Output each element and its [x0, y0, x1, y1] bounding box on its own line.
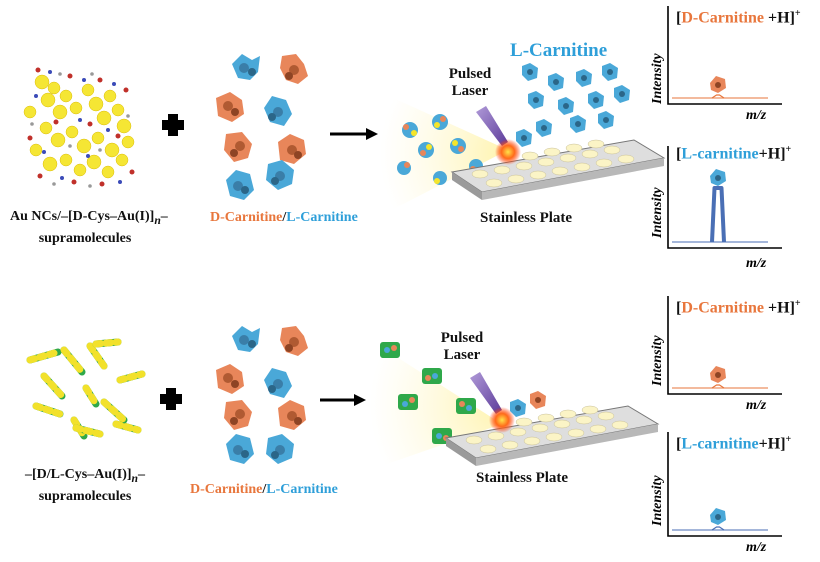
- spectrum-1-title: [D-Carnitine +H]+: [676, 8, 801, 27]
- stainless-plate: [444, 405, 660, 466]
- released-l-carnitine-molecules: [516, 63, 630, 147]
- laser-emitter-icon: [470, 372, 502, 414]
- carnitine-mixture-molecules: [216, 54, 308, 200]
- spectrum-3-title: [D-Carnitine +H]+: [676, 298, 801, 317]
- top-pulsed-laser-label: Pulsed Laser: [448, 66, 492, 99]
- plus-icon: [160, 388, 182, 410]
- bottom-stainless-plate-label: Stainless Plate: [476, 470, 569, 486]
- process-arrow: [320, 394, 366, 406]
- spectrum-2-xlabel: m/z: [746, 256, 767, 271]
- spectrum-3-molecule-core: [715, 372, 721, 378]
- top-supramolecule-label: Au NCs/–[D-Cys–Au(I)]n– supramolecules: [10, 209, 168, 246]
- laser-beam-glow: [370, 340, 502, 470]
- process-arrow: [330, 128, 378, 140]
- spectrum-4-axes: [667, 432, 782, 537]
- laser-emitter-icon: [476, 106, 508, 146]
- spectrum-3-xlabel: m/z: [746, 398, 767, 413]
- spectrum-3-peak: [711, 384, 725, 389]
- au-nc-supramolecule-cluster: [23, 67, 135, 188]
- spectrum-1-axes: [667, 6, 782, 105]
- spectrum-2-title: [L-carnitine+H]+: [676, 144, 792, 163]
- spectrum-2-ylabel: Intensity: [650, 187, 665, 238]
- spectrum-1-xlabel: m/z: [746, 108, 767, 123]
- bottom-carnitine-mixture-label: D-Carnitine/L-Carnitine: [190, 482, 338, 497]
- released-carnitine-molecules: [510, 391, 546, 417]
- bottom-supramolecule-label: –[D/L-Cys–Au(I)]n– supramolecules: [24, 467, 146, 504]
- spectrum-1-molecule-core: [715, 82, 721, 88]
- laser-spark-icon: [495, 139, 521, 165]
- top-carnitine-mixture-label: D-Carnitine/L-Carnitine: [210, 210, 358, 225]
- spectrum-4-title: [L-carnitine+H]+: [676, 434, 792, 453]
- mass-spectra: [667, 6, 782, 537]
- cys-au-rod-supramolecules: [26, 338, 146, 440]
- spectrum-4-xlabel: m/z: [746, 540, 767, 555]
- spectrum-3-axes: [667, 296, 782, 395]
- spectrum-4-peak: [711, 526, 725, 531]
- spectrum-4-molecule-core: [715, 514, 721, 520]
- released-l-carnitine-label: L-Carnitine: [510, 40, 608, 61]
- plus-icon: [162, 114, 184, 136]
- stainless-plate: [450, 139, 666, 200]
- spectrum-2-molecule-core: [715, 175, 721, 181]
- spectrum-3-ylabel: Intensity: [650, 335, 665, 386]
- laser-spark-icon: [489, 407, 515, 433]
- spectrum-1-ylabel: Intensity: [650, 53, 665, 104]
- spectrum-2-peak: [710, 186, 726, 243]
- spectrum-4-ylabel: Intensity: [650, 475, 665, 526]
- spectrum-1-peak: [711, 94, 725, 99]
- spectrum-2-axes: [667, 146, 782, 249]
- bottom-pulsed-laser-label: Pulsed Laser: [440, 330, 484, 363]
- top-stainless-plate-label: Stainless Plate: [480, 210, 573, 226]
- carnitine-mixture-molecules: [216, 326, 308, 464]
